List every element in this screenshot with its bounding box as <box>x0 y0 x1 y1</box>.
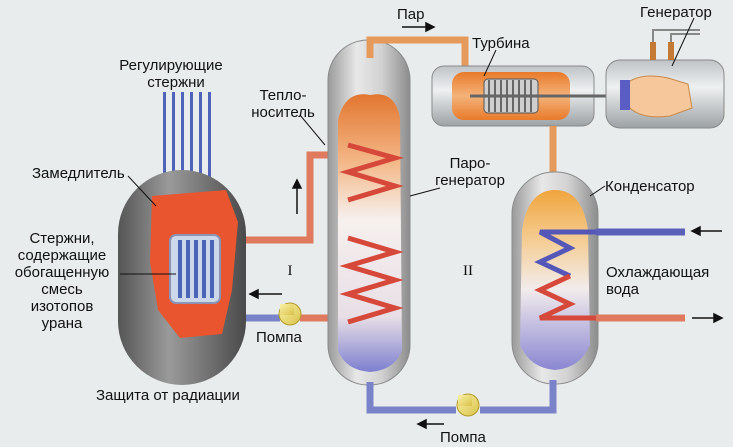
label-fuel-rods-4: смесь <box>41 281 83 298</box>
control-rods <box>163 92 211 242</box>
label-generator: Генератор <box>640 4 712 21</box>
cooling-water-pipes <box>596 228 685 322</box>
secondary-pump <box>456 393 480 417</box>
label-steam-generator-1: Паро- <box>450 155 491 172</box>
flow-arrows <box>248 21 724 430</box>
label-condenser: Конденсатор <box>605 178 695 195</box>
label-radiation-shield: Защита от радиации <box>96 387 240 404</box>
arrow-coolant-up-icon <box>291 178 303 214</box>
label-control-rods-1: Регулирующие <box>119 57 222 74</box>
leader-lines <box>120 17 695 275</box>
label-steam: Пар <box>397 6 424 23</box>
label-cooling-water-1: Охлаждающая <box>606 264 709 281</box>
arrow-pump-left-icon <box>416 418 444 430</box>
arrow-return-left-icon <box>248 288 282 300</box>
label-steam-generator-2: генератор <box>435 172 505 189</box>
label-circuit-one: I <box>288 263 293 279</box>
fuel-rods <box>178 240 214 298</box>
label-fuel-rods-2: содержащие <box>18 247 107 264</box>
primary-pump <box>278 302 302 326</box>
generator <box>605 29 725 129</box>
secondary-return-pipe <box>366 380 557 414</box>
label-pump-primary: Помпа <box>256 329 303 346</box>
turbine <box>431 65 620 127</box>
label-fuel-rods-3: обогащенную <box>15 264 110 281</box>
reactor-vessel <box>118 170 246 385</box>
steam-generator <box>327 39 411 386</box>
arrow-water-out-icon <box>692 312 724 324</box>
label-control-rods-2: стержни <box>147 74 205 91</box>
arrow-steam-right-icon <box>402 21 436 33</box>
label-coolant-1: Тепло- <box>259 87 306 104</box>
arrow-water-in-icon <box>690 225 722 237</box>
label-coolant-2: носитель <box>251 104 315 121</box>
condenser <box>511 126 599 385</box>
label-turbine: Турбина <box>472 35 530 52</box>
label-moderator: Замедлитель <box>32 165 125 182</box>
label-cooling-water-2: вода <box>606 281 640 298</box>
label-pump-secondary: Помпа <box>440 429 487 446</box>
label-circuit-two: II <box>463 263 473 279</box>
label-fuel-rods-5: изотопов <box>31 298 94 315</box>
steam-pipe <box>366 36 469 66</box>
label-fuel-rods-1: Стержни, <box>29 230 94 247</box>
label-fuel-rods-6: урана <box>42 315 83 332</box>
